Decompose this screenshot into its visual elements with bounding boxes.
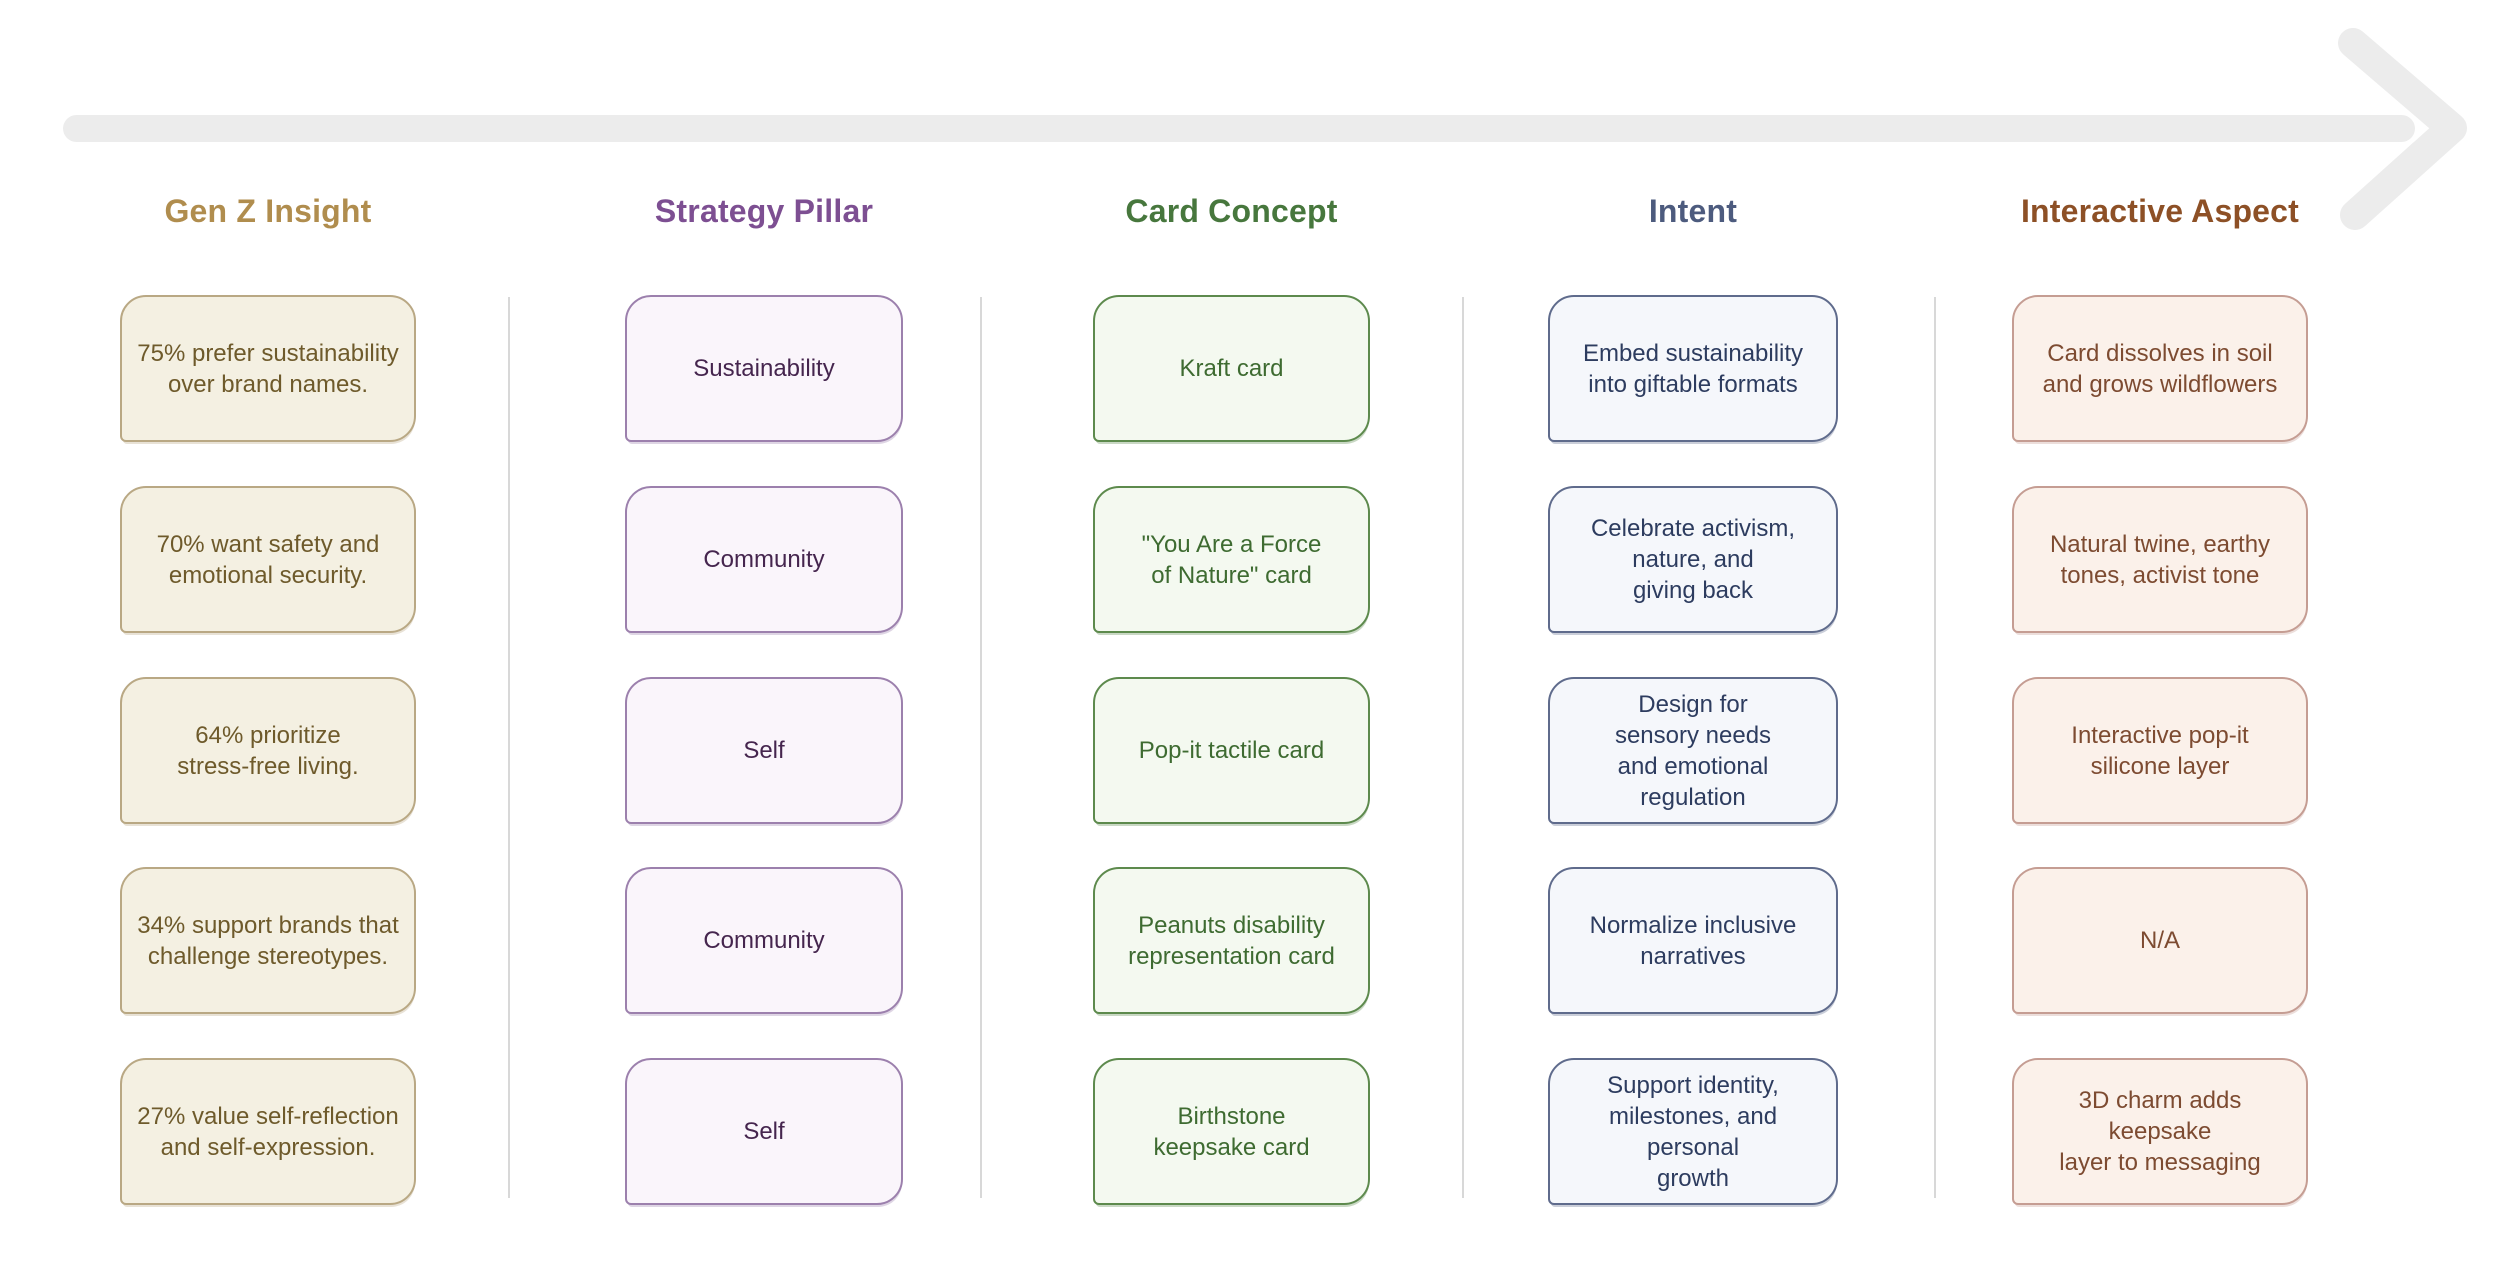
intent-card: Design for sensory needs and emotional r… [1548, 677, 1838, 824]
insight-card: 27% value self-reflection and self-expre… [120, 1058, 416, 1205]
aspect-card: Interactive pop-it silicone layer [2012, 677, 2308, 824]
column-divider [508, 297, 510, 1198]
pillar-card: Community [625, 867, 903, 1014]
intent-card: Celebrate activism, nature, and giving b… [1548, 486, 1838, 633]
column-header: Gen Z Insight [164, 193, 372, 229]
aspect-card: 3D charm adds keepsake layer to messagin… [2012, 1058, 2308, 1205]
pillar-card: Self [625, 1058, 903, 1205]
column-strategy-pillar: Strategy Pillar Sustainability Community… [625, 0, 903, 1280]
aspect-card: Card dissolves in soil and grows wildflo… [2012, 295, 2308, 442]
arrow-head [2338, 28, 2467, 230]
insight-card: 64% prioritize stress-free living. [120, 677, 416, 824]
concept-card: Birthstone keepsake card [1093, 1058, 1370, 1205]
concept-card: "You Are a Force of Nature" card [1093, 486, 1370, 633]
column-gen-z-insight: Gen Z Insight 75% prefer sustainability … [120, 0, 416, 1280]
column-divider [1934, 297, 1936, 1198]
column-header: Interactive Aspect [2020, 193, 2300, 229]
column-header: Card Concept [1125, 193, 1338, 229]
column-interactive-aspect: Interactive Aspect Card dissolves in soi… [2012, 0, 2308, 1280]
aspect-card: N/A [2012, 867, 2308, 1014]
intent-card: Embed sustainability into giftable forma… [1548, 295, 1838, 442]
intent-card: Normalize inclusive narratives [1548, 867, 1838, 1014]
aspect-card: Natural twine, earthy tones, activist to… [2012, 486, 2308, 633]
concept-card: Kraft card [1093, 295, 1370, 442]
column-header: Strategy Pillar [654, 193, 874, 229]
concept-card: Peanuts disability representation card [1093, 867, 1370, 1014]
intent-card: Support identity, milestones, and person… [1548, 1058, 1838, 1205]
column-divider [980, 297, 982, 1198]
insight-card: 70% want safety and emotional security. [120, 486, 416, 633]
insight-card: 75% prefer sustainability over brand nam… [120, 295, 416, 442]
pillar-card: Sustainability [625, 295, 903, 442]
column-intent: Intent Embed sustainability into giftabl… [1548, 0, 1838, 1280]
column-divider [1462, 297, 1464, 1198]
pillar-card: Self [625, 677, 903, 824]
right-arrow-icon [63, 28, 2467, 230]
concept-card: Pop-it tactile card [1093, 677, 1370, 824]
insight-card: 34% support brands that challenge stereo… [120, 867, 416, 1014]
pillar-card: Community [625, 486, 903, 633]
column-header: Intent [1648, 193, 1738, 229]
arrow-shaft [63, 115, 2415, 142]
column-card-concept: Card Concept Kraft card "You Are a Force… [1093, 0, 1370, 1280]
